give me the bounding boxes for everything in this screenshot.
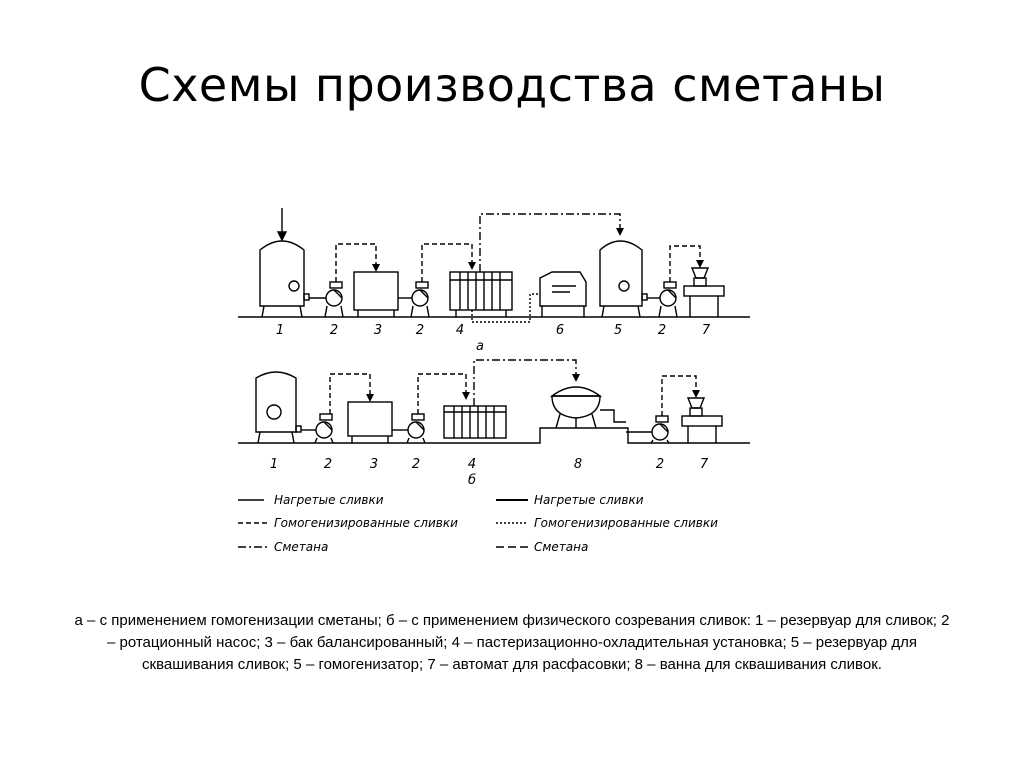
legend-right-3: Сметана: [534, 540, 588, 554]
label-b-2: 2: [324, 457, 332, 472]
scheme-b: [238, 359, 750, 444]
pump-2-b-2: [392, 413, 426, 444]
pump-2-a-2: [398, 281, 430, 318]
figure-caption: а – с применением гомогенизации сметаны;…: [74, 612, 950, 673]
legend-left-2: Гомогенизированные сливки: [274, 516, 458, 530]
label-a-1: 1: [276, 323, 284, 338]
souring-bath-8-b: [549, 386, 626, 429]
homogenizer-6-a: [539, 271, 587, 317]
pump-2-a-3: [647, 281, 678, 318]
filler-7-a: [683, 267, 725, 317]
legend-right-1: Нагретые сливки: [534, 493, 644, 507]
pasteurizer-4-a: [449, 271, 513, 317]
legend-left-3: Сметана: [274, 540, 328, 554]
label-b-7: 2: [656, 457, 664, 472]
label-a-9: 7: [702, 323, 711, 338]
label-b-3: 3: [370, 457, 378, 472]
labels-row-b: 1 2 3 2 4 8 2 7 б: [270, 457, 709, 488]
scheme-b-caption: б: [468, 473, 476, 488]
pasteurizer-4-b: [443, 405, 507, 439]
legend-line-samples: [238, 499, 528, 548]
slide-title: Схемы производства сметаны: [138, 58, 886, 112]
label-b-5: 4: [468, 457, 476, 472]
label-a-8: 2: [658, 323, 666, 338]
reservoir-1-a: [259, 208, 310, 318]
label-a-6: 6: [556, 323, 564, 338]
labels-row-a: 1 2 3 2 4 6 5 2 7 а: [276, 323, 711, 354]
reservoir-5-a: [599, 240, 648, 318]
label-a-2: 2: [330, 323, 338, 338]
label-a-7: 5: [614, 323, 622, 338]
label-b-8: 7: [700, 457, 709, 472]
label-b-1: 1: [270, 457, 278, 472]
pump-2-a-1: [309, 281, 344, 318]
balance-tank-3-a: [353, 271, 399, 317]
legend-right-2: Гомогенизированные сливки: [534, 516, 718, 530]
pump-2-b-3: [626, 415, 670, 444]
filler-7-b: [681, 397, 723, 443]
floor-line-b: [238, 427, 750, 444]
production-scheme-diagram: 1 2 3 2 4 6 5 2 7 а 1 2 3 2 4 8 2 7 б На…: [238, 208, 750, 554]
balance-tank-3-b: [347, 401, 393, 443]
legend-text: Нагретые сливки Гомогенизированные сливк…: [274, 493, 718, 554]
scheme-a: [238, 208, 750, 323]
pump-2-b-1: [301, 413, 334, 444]
label-b-6: 8: [574, 457, 582, 472]
label-a-4: 2: [416, 323, 424, 338]
label-b-4: 2: [412, 457, 420, 472]
label-a-3: 3: [374, 323, 382, 338]
legend-left-1: Нагретые сливки: [274, 493, 384, 507]
scheme-a-caption: а: [476, 339, 484, 354]
label-a-5: 4: [456, 323, 464, 338]
reservoir-1-b: [255, 371, 302, 444]
